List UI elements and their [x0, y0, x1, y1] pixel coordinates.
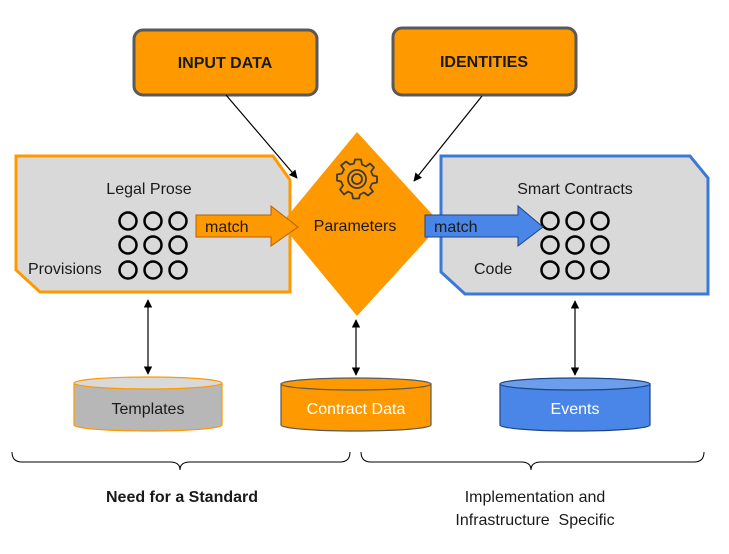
right-match-arrow: match — [424, 204, 544, 248]
implementation-label-line1: Implementation and — [465, 489, 606, 506]
templates-database: Templates — [73, 376, 223, 432]
left-brace — [11, 451, 351, 471]
templates-label: Templates — [112, 401, 185, 418]
legal-prose-title: Legal Prose — [106, 181, 191, 198]
identities-to-parameters-arrow — [413, 95, 483, 182]
legal-prose-panel: Legal Prose Provisions — [14, 154, 292, 294]
code-circles — [540, 211, 610, 280]
smart-contracts-shape — [439, 154, 710, 296]
parameters-diamond: Parameters — [281, 132, 441, 316]
identities-label: IDENTITIES — [440, 54, 528, 71]
identities-box: IDENTITIES — [391, 26, 578, 97]
smart-contracts-panel: Smart Contracts Code — [439, 154, 710, 296]
events-database: Events — [499, 377, 651, 432]
provisions-label: Provisions — [28, 261, 102, 278]
right-match-label: match — [434, 219, 478, 236]
legal-prose-shape — [14, 154, 292, 294]
parameters-shape — [281, 132, 441, 316]
contract-data-label: Contract Data — [307, 401, 406, 418]
parameters-label: Parameters — [314, 218, 397, 235]
input-to-parameters-arrow — [225, 94, 298, 179]
input-data-box: INPUT DATA — [132, 28, 319, 97]
need-standard-label: Need for a Standard — [106, 489, 258, 506]
smart-contracts-title: Smart Contracts — [517, 181, 633, 198]
connectors — [143, 94, 580, 376]
contract-data-database: Contract Data — [280, 377, 432, 432]
implementation-label-line2: Infrastructure Specific — [455, 512, 614, 529]
input-data-label: INPUT DATA — [178, 55, 273, 72]
left-match-label: match — [205, 219, 249, 236]
braces — [11, 451, 705, 471]
right-brace — [360, 451, 705, 471]
events-label: Events — [551, 401, 600, 418]
code-label: Code — [474, 261, 512, 278]
provisions-circles — [118, 211, 188, 280]
gear-icon — [336, 158, 378, 200]
left-match-arrow: match — [195, 204, 299, 247]
